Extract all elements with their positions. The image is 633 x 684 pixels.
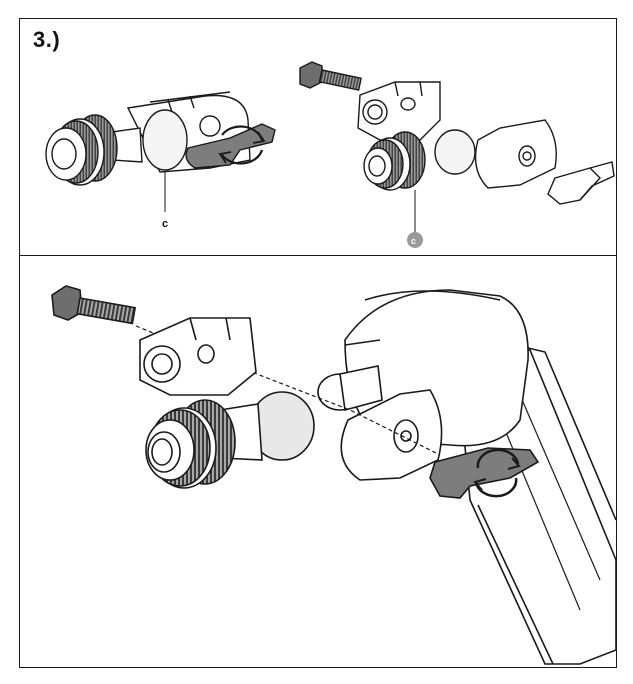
- callout-c-badge-label: c: [411, 236, 416, 246]
- ball-joint: [142, 109, 188, 171]
- callout-badge: [407, 232, 423, 248]
- bottom-assembly: [51, 285, 617, 665]
- step-label: 3.): [33, 27, 61, 52]
- callout-c-label: c: [162, 218, 168, 230]
- ball-joint: [434, 129, 476, 175]
- rotate-arrows-icon: [218, 125, 266, 165]
- wing-knob: [185, 123, 276, 169]
- clamp-half: [474, 119, 557, 189]
- wing-knob: [547, 161, 615, 205]
- top-right-assembly: [299, 61, 615, 248]
- wing-knob: [429, 447, 540, 499]
- diagram-frame: [19, 18, 617, 668]
- clamp-bracket: [357, 81, 441, 141]
- panel-divider: [19, 255, 617, 256]
- top-left-assembly: [45, 91, 276, 212]
- bolt-icon: [299, 61, 362, 91]
- bolt-icon: [51, 285, 137, 325]
- rotate-arrows-icon: [473, 448, 521, 498]
- arm-clamp: [340, 389, 443, 481]
